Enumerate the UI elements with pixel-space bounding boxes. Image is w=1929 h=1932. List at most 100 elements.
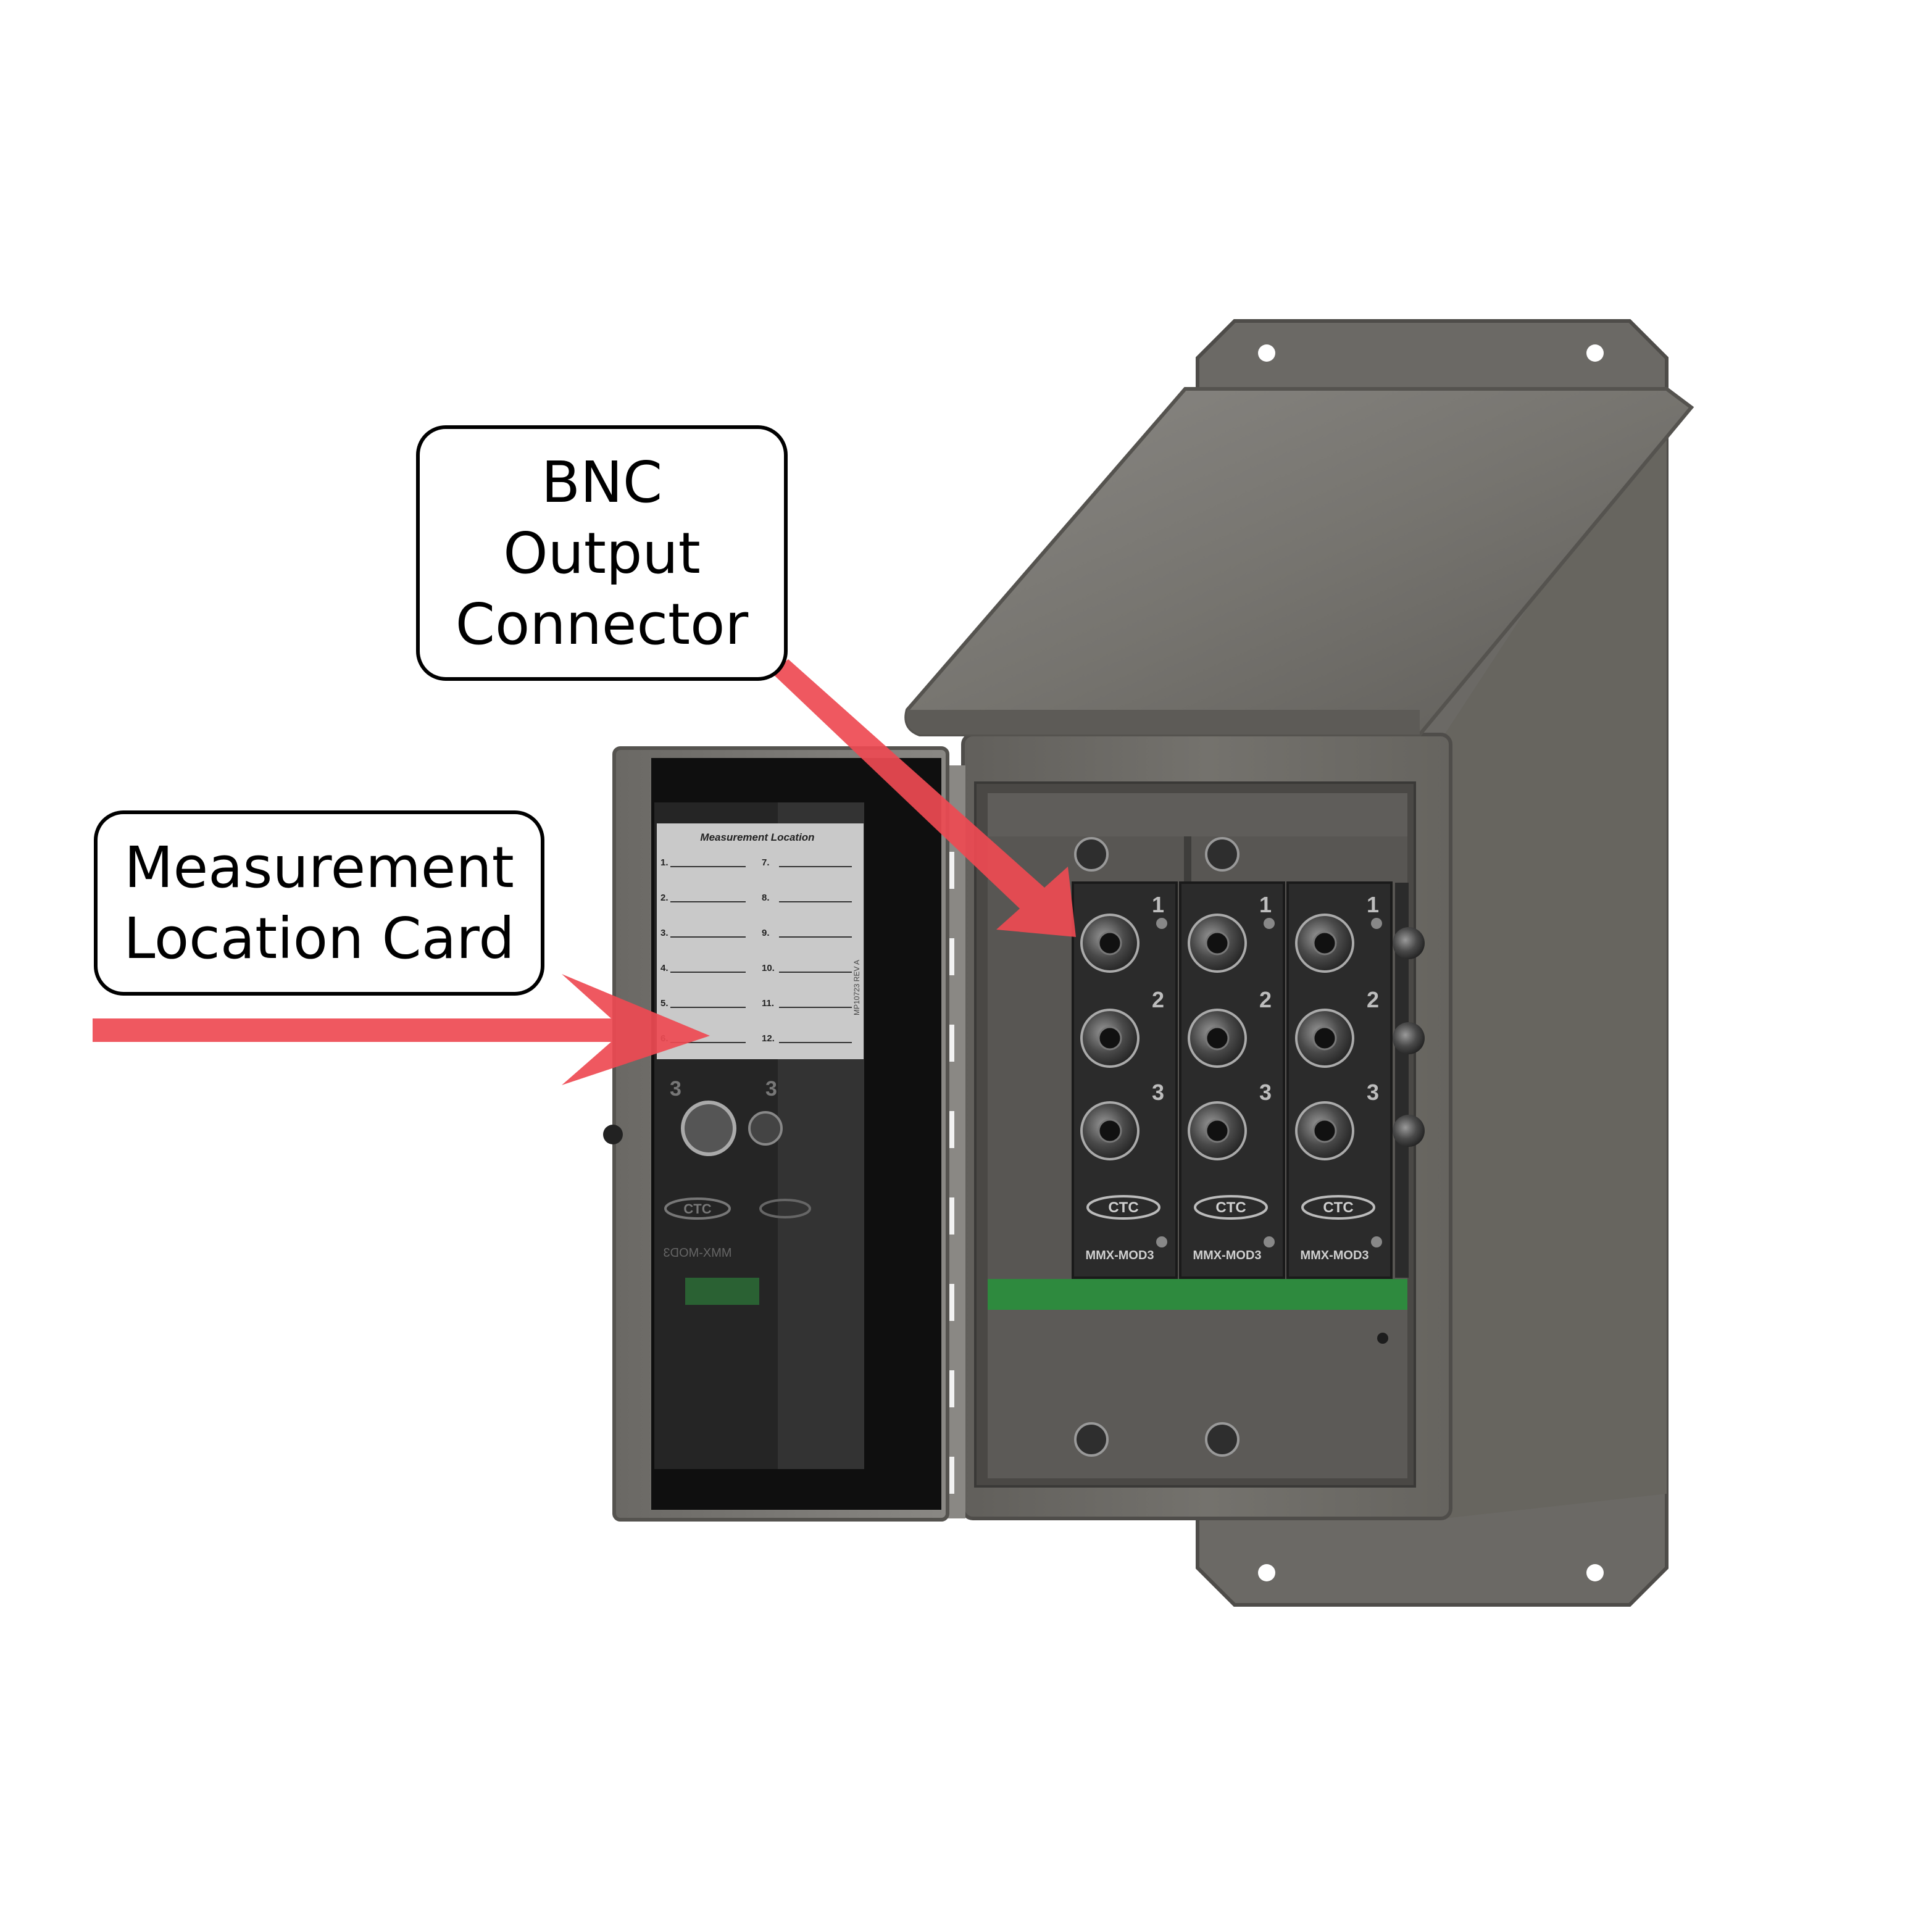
card-row-number: 3. [660,928,669,938]
reflected-ctc-logo-text: CTC [683,1201,711,1217]
bnc-connector [1393,1115,1425,1147]
port-label: 2 [1152,987,1164,1012]
callout-line: Output [503,520,701,586]
measurement-location-card: Measurement Location 1.2.3.4.5.6.7.8.9.1… [657,823,864,1059]
bnc-connector[interactable] [1080,1101,1139,1160]
hinge-slot [949,1197,954,1235]
hinge-slot [949,1370,954,1407]
ctc-logo [1086,1195,1160,1220]
module-faceplate [1395,883,1409,1278]
hinge-slot [949,852,954,889]
mounting-hole-top-left [1258,344,1275,362]
hinge-slot [949,1457,954,1494]
bnc-module-partial [1393,883,1425,1278]
panel-screw-top-right [1205,837,1239,872]
panel-hole [1377,1333,1388,1344]
bnc-connector[interactable] [1295,914,1354,973]
card-row-number: 12. [762,1033,775,1044]
reflected-model-label: MMX-MOD3 [663,1246,731,1260]
bnc-connector [1393,1022,1425,1054]
port-label: 3 [1152,1080,1164,1105]
hinge-slot [949,1111,954,1148]
card-row-number: 4. [660,963,669,973]
ctc-logo [1194,1195,1268,1220]
hinge-slot [949,938,954,975]
model-label: MMX-MOD3 [1300,1249,1369,1262]
reflected-terminal-block [685,1278,759,1305]
card-row-number: 1. [660,857,669,868]
bnc-connector[interactable] [1188,914,1247,973]
card-row-number: 8. [762,893,770,903]
card-row-number: 9. [762,928,770,938]
card-row-number: 5. [660,998,669,1009]
callout-bnc-output-connector: BNC Output Connector [416,425,788,681]
reflected-ctc-logo [664,1197,731,1220]
callout-line: Measurement [124,835,514,901]
port-label: 1 [1367,892,1379,917]
ctc-logo-text: CTC [1323,1199,1353,1216]
module-screw [1371,1236,1382,1247]
module-screw [1264,1236,1275,1247]
bnc-connector[interactable] [1080,914,1139,973]
bnc-connector[interactable] [1295,1101,1354,1160]
mounting-hole-bottom-right [1586,1564,1604,1581]
bnc-connector[interactable] [1188,1009,1247,1068]
model-label: MMX-MOD3 [1193,1249,1261,1262]
port-label: 2 [1259,987,1272,1012]
card-row-number: 7. [762,857,770,868]
terminal-block-strip [988,1279,1407,1310]
card-row-number: 11. [762,998,774,1009]
module-screw [1156,1236,1167,1247]
upper-bracket [988,793,1407,836]
callout-line: BNC [541,449,663,515]
hinge-slots [949,852,954,1494]
port-label: 3 [1259,1080,1272,1105]
hinge-slot [949,1284,954,1321]
door-reflection: 3 3 CTC MMX-MOD3 [663,1077,811,1305]
reflected-ctc-logo [759,1199,811,1218]
card-row-number: 2. [660,893,669,903]
mounting-hole-top-right [1586,344,1604,362]
callout-measurement-location-card: Measurement Location Card [94,810,544,996]
card-side-text: MP10723 REV A [852,960,861,1015]
card-background [657,823,864,1059]
door-latch [603,1125,623,1144]
module-group: 123CTCMMX-MOD3123CTCMMX-MOD3123CTCMMX-MO… [1072,881,1425,1279]
port-label: 1 [1259,892,1272,917]
ctc-logo [1301,1195,1375,1220]
callout-line: Location Card [123,906,515,972]
enclosure-side [1444,395,1667,1518]
module-screw [1371,918,1382,929]
module-screw [1264,918,1275,929]
reflected-bnc-connector [748,1111,783,1146]
bnc-connector[interactable] [1080,1009,1139,1068]
panel-screw-bottom-left [1074,1422,1109,1457]
callout-line: Connector [455,591,749,657]
model-label: MMX-MOD3 [1085,1249,1154,1262]
ctc-logo-text: CTC [1108,1199,1138,1216]
panel-screw-top-left [1074,837,1109,872]
module-screw [1156,918,1167,929]
mounting-hole-bottom-left [1258,1564,1275,1581]
reflected-port-label: 3 [670,1077,681,1101]
bnc-connector[interactable] [1295,1009,1354,1068]
card-title: Measurement Location [700,831,814,843]
arrow-to-location-card [93,974,710,1085]
reflected-port-label: 3 [765,1077,777,1101]
panel-screw-bottom-right [1205,1422,1239,1457]
arrow-to-bnc-connector [772,659,1076,937]
hinge-slot [949,1025,954,1062]
bnc-connector[interactable] [1188,1101,1247,1160]
rain-hood-lip [906,710,1420,735]
bnc-connector [1393,927,1425,959]
port-label: 3 [1367,1080,1379,1105]
card-row-number: 10. [762,963,775,973]
ctc-logo-text: CTC [1215,1199,1246,1216]
port-label: 1 [1152,892,1164,917]
reflected-bnc-connector [681,1101,736,1156]
lower-bracket [988,1302,1407,1478]
